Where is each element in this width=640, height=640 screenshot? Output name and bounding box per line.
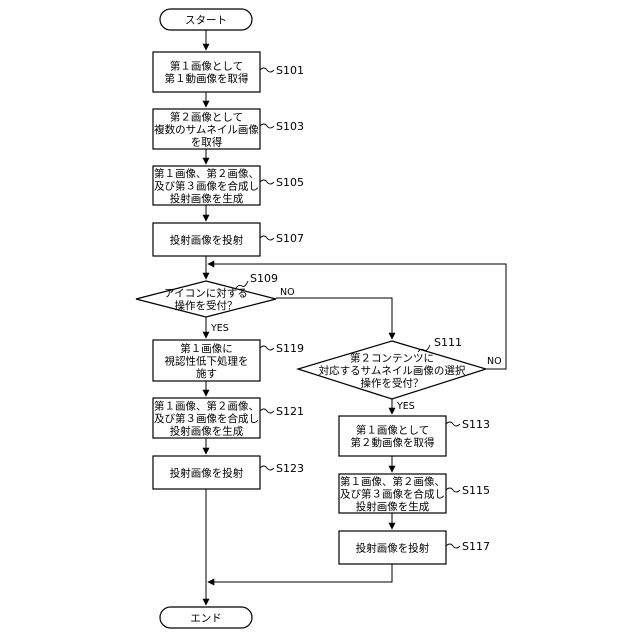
s119-text-line: 施す [196, 367, 217, 380]
end-text: エンド [190, 612, 222, 624]
branch-label-s109-no: NO [280, 287, 295, 298]
end-text-line: エンド [190, 612, 222, 624]
process-s117: 投射画像を投射 [339, 531, 446, 564]
decision-s111: 第２コンテンツに対応するサムネイル画像の選択操作を受付？ [298, 341, 486, 399]
s113-text-line: 第２動画像を取得 [351, 436, 435, 449]
s113-text: 第１画像として第２動画像を取得 [351, 424, 435, 450]
process-s121: 第１画像、第２画像、及び第３画像を合成し投射画像を生成 [153, 398, 260, 438]
leader-s121 [260, 409, 274, 413]
step-label-s109: S109 [250, 272, 278, 285]
s115-text-line: 第１画像、第２画像、 [340, 475, 445, 488]
step-label-s107: S107 [276, 232, 304, 245]
leader-s117 [446, 544, 460, 548]
s103-text-line: 複数のサムネイル画像 [154, 123, 259, 136]
leader-s123 [260, 466, 274, 470]
leader-s105 [260, 180, 274, 184]
step-label-s103: S103 [276, 120, 304, 133]
process-s103: 第２画像として複数のサムネイル画像を取得 [153, 109, 260, 149]
s119-text-line: 視認性低下処理を [165, 354, 249, 367]
leader-s107 [260, 236, 274, 240]
s107-text: 投射画像を投射 [170, 233, 244, 246]
step-label-s121: S121 [276, 405, 304, 418]
s121-text-line: 第１画像、第２画像、 [154, 399, 259, 412]
start-text-line: スタート [185, 14, 227, 26]
s111-text-line: 第２コンテンツに [350, 351, 434, 364]
leader-s113 [446, 422, 460, 426]
decision-s109: アイコンに対する操作を受付？ [136, 281, 276, 317]
s117-text: 投射画像を投射 [356, 541, 430, 554]
leader-s119 [260, 346, 274, 350]
s117-text-line: 投射画像を投射 [356, 541, 430, 554]
s121-text-line: 及び第３画像を合成し [154, 412, 259, 425]
s101-text-line: 第１画像として [170, 60, 243, 73]
step-label-s111: S111 [434, 336, 462, 349]
s123-text: 投射画像を投射 [170, 466, 244, 479]
step-label-s123: S123 [276, 462, 304, 475]
step-label-s119: S119 [276, 342, 304, 355]
s109-text-line: アイコンに対する [164, 287, 247, 300]
branch-label-s111-yes: YES [396, 401, 415, 412]
process-s113: 第１画像として第２動画像を取得 [339, 416, 446, 456]
s113-text-line: 第１画像として [356, 424, 429, 437]
s101-text-line: 第１動画像を取得 [165, 72, 249, 85]
s119-text-line: 第１画像に [180, 342, 233, 355]
s111-text-line: 操作を受付？ [361, 376, 424, 389]
step-label-s105: S105 [276, 176, 304, 189]
s105-text-line: 第１画像、第２画像、 [154, 167, 259, 180]
leader-s115 [446, 488, 460, 492]
s115-text-line: 投射画像を生成 [356, 500, 430, 513]
s107-text-line: 投射画像を投射 [170, 233, 244, 246]
start-text: スタート [185, 14, 227, 26]
process-s115: 第１画像、第２画像、及び第３画像を合成し投射画像を生成 [339, 474, 446, 513]
step-label-s117: S117 [462, 540, 490, 553]
step-label-s113: S113 [462, 418, 490, 431]
s103-text-line: を取得 [191, 136, 223, 148]
step-label-s101: S101 [276, 64, 304, 77]
s105-text-line: 及び第３画像を合成し [154, 179, 259, 192]
s105-text-line: 投射画像を生成 [170, 192, 244, 205]
process-s123: 投射画像を投射 [153, 456, 260, 489]
s109-text: アイコンに対する操作を受付？ [164, 287, 247, 313]
leader-s103 [260, 124, 274, 128]
s111-text-line: 対応するサムネイル画像の選択 [319, 364, 466, 377]
process-s101: 第１画像として第１動画像を取得 [153, 52, 260, 92]
terminal-end: エンド [160, 607, 252, 628]
s123-text-line: 投射画像を投射 [170, 466, 244, 479]
process-s119: 第１画像に視認性低下処理を施す [153, 340, 260, 381]
branch-label-s109-yes: YES [210, 323, 229, 334]
leader-s101 [260, 68, 274, 72]
edge-s117-merge [208, 564, 392, 582]
edge-s109-no-s111 [276, 298, 392, 339]
s121-text-line: 投射画像を生成 [170, 424, 244, 437]
process-s107: 投射画像を投射 [153, 223, 260, 256]
s103-text-line: 第２画像として [170, 110, 243, 123]
s109-text-line: 操作を受付？ [175, 299, 238, 312]
step-label-s115: S115 [462, 484, 490, 497]
s115-text-line: 及び第３画像を合成し [340, 487, 445, 500]
process-s105: 第１画像、第２画像、及び第３画像を合成し投射画像を生成 [153, 166, 260, 205]
s101-text: 第１画像として第１動画像を取得 [165, 60, 249, 86]
terminal-start: スタート [160, 9, 252, 30]
branch-label-s111-no: NO [487, 356, 502, 367]
